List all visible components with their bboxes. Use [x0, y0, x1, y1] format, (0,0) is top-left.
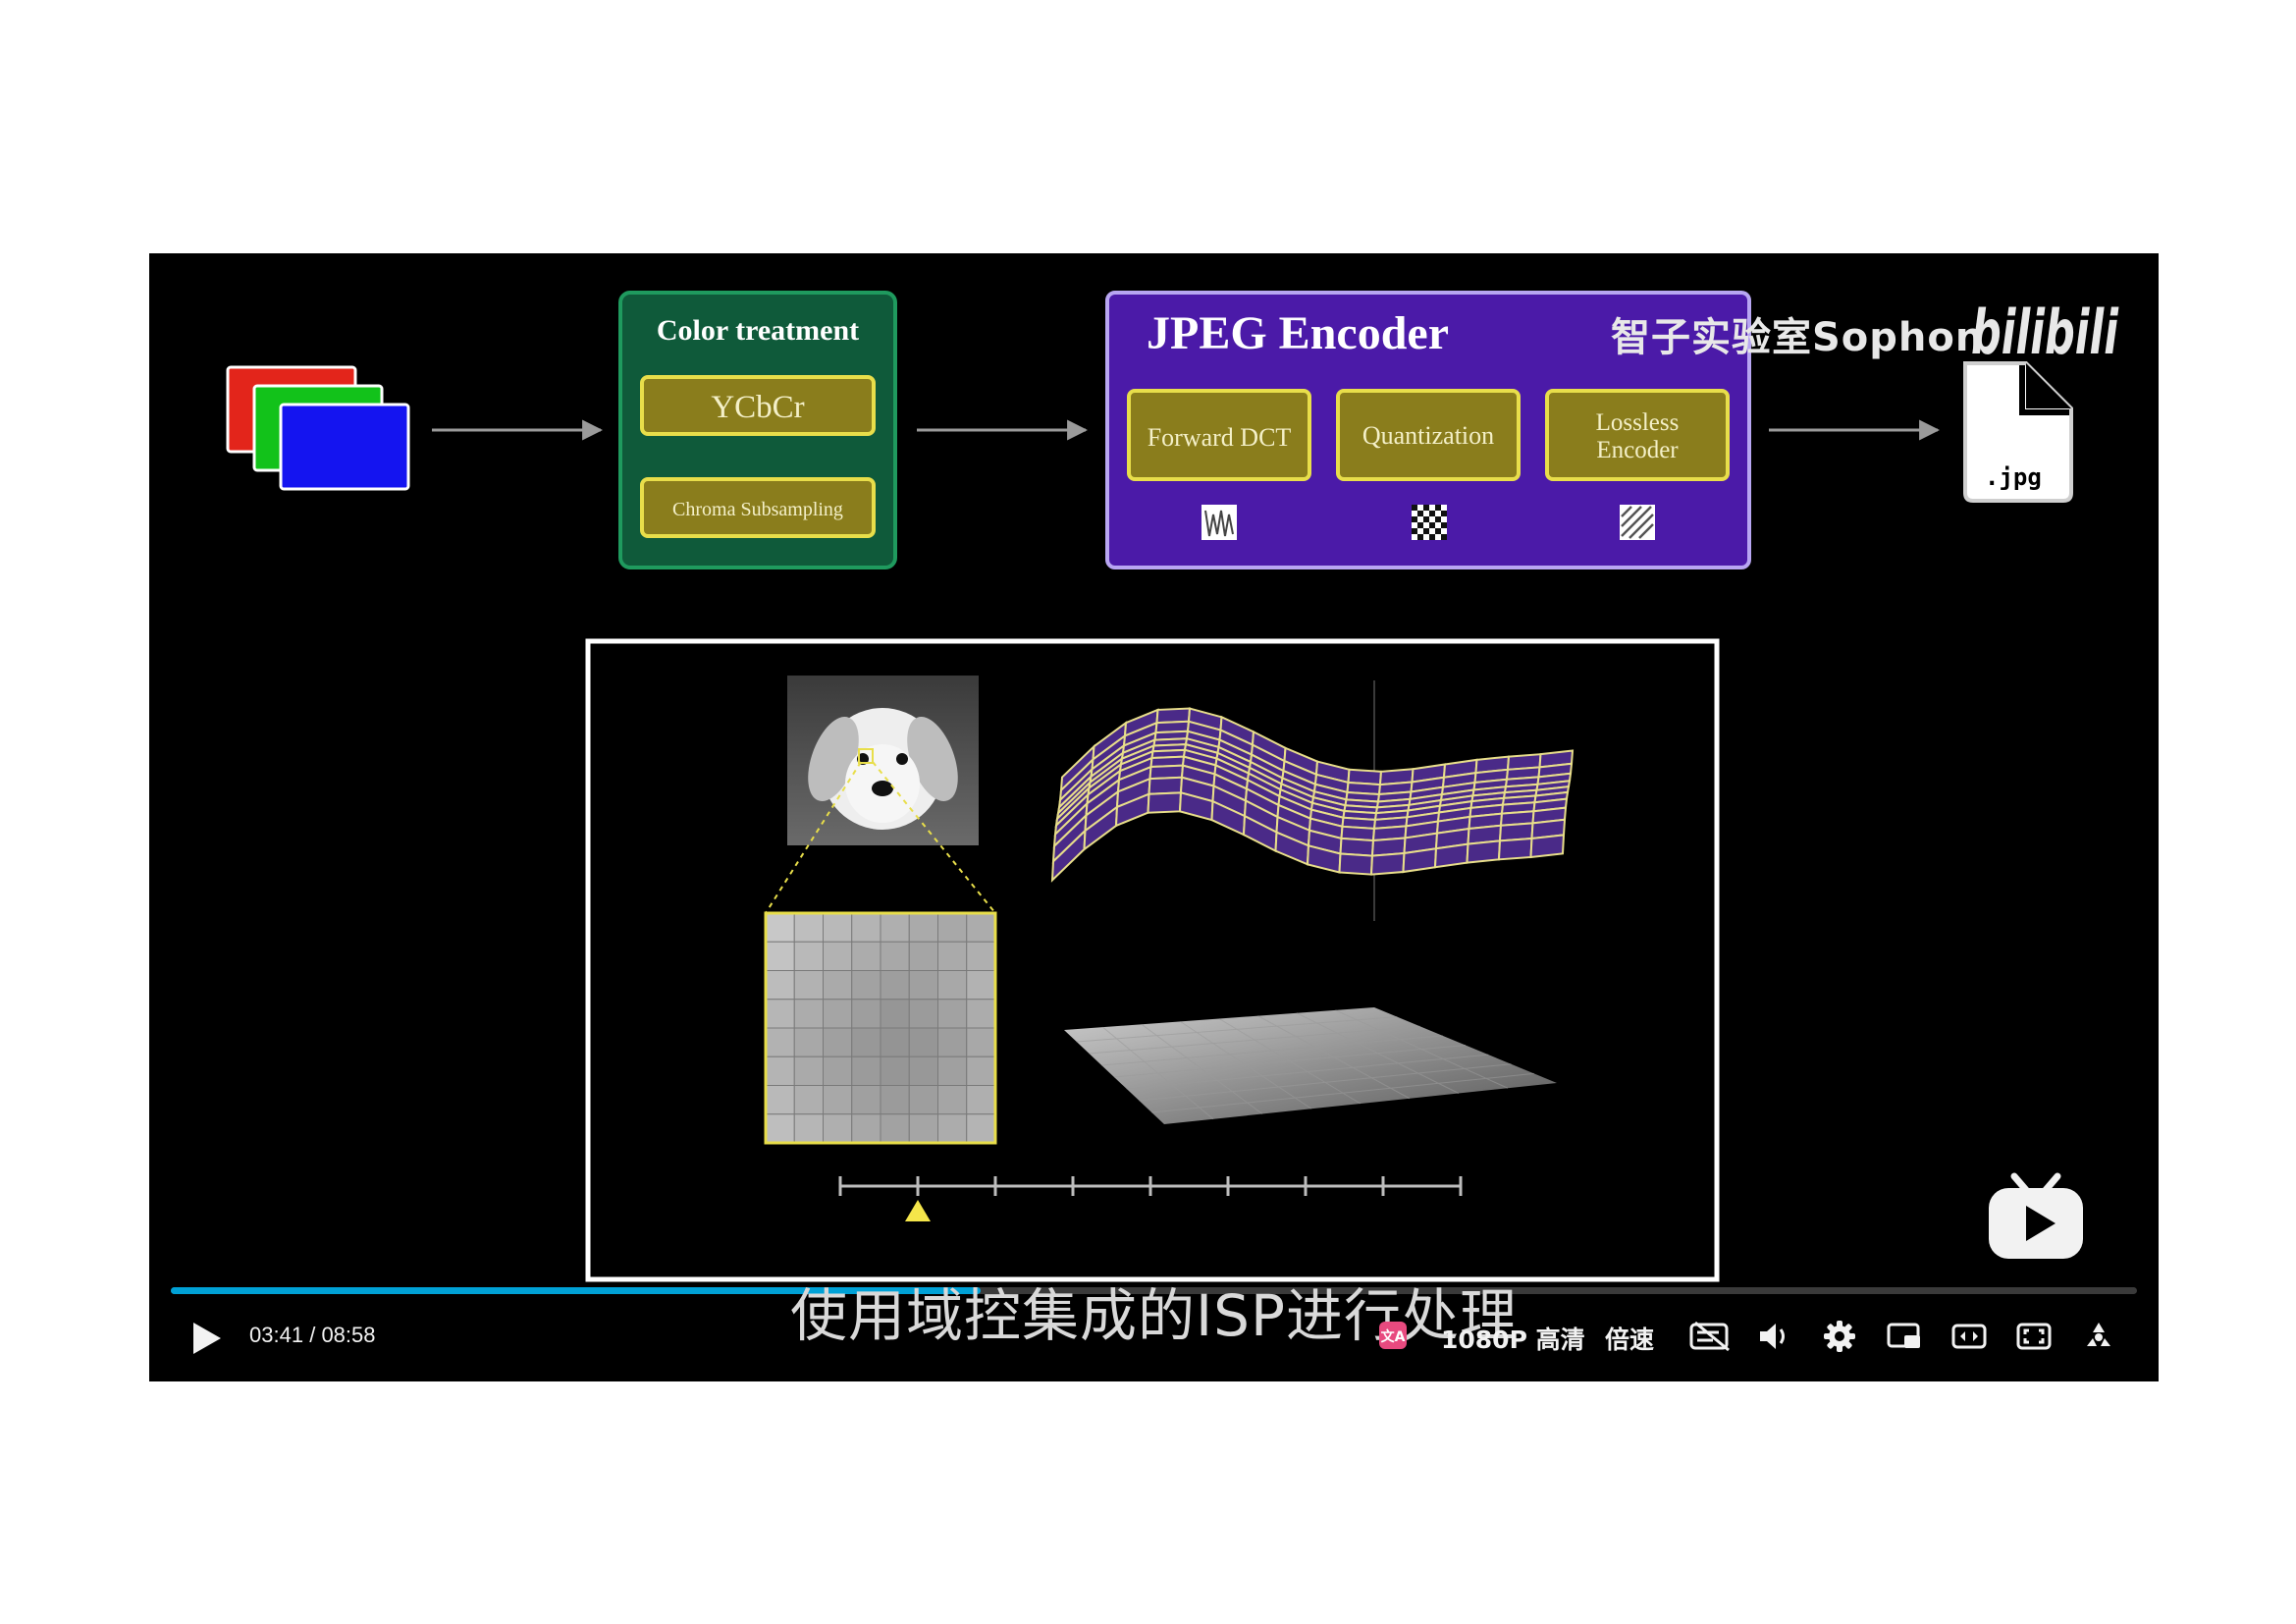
lossless-label: Lossless [1596, 409, 1680, 436]
hatch-icon [1620, 505, 1655, 540]
duration: 08:58 [321, 1323, 376, 1347]
bilibili-tv-icon [1989, 1172, 2083, 1259]
bilibili-logo-icon: bilibili [1971, 297, 2119, 367]
frequency-plane [1064, 1007, 1557, 1124]
video-frame: Color treatment YCbCr Chroma Subsampling… [226, 291, 2073, 1282]
current-time: 03:41 [249, 1323, 304, 1347]
dog-photo [787, 676, 979, 845]
play-button[interactable] [185, 1317, 228, 1360]
svg-text:bilibili: bilibili [1971, 297, 2119, 367]
slider-marker-icon [905, 1200, 931, 1221]
chroma-subsampling-label: Chroma Subsampling [672, 499, 843, 520]
checkerboard-icon [1412, 505, 1447, 540]
wave-icon [1201, 505, 1237, 540]
dct-visualization-panel [585, 638, 1720, 1282]
danmaku-off-icon [1689, 1321, 1730, 1352]
progress-fill [171, 1287, 982, 1294]
svg-text:文A: 文A [1381, 1328, 1406, 1345]
mini-player-button[interactable] [1885, 1319, 1924, 1354]
web-fullscreen-icon [2016, 1323, 2052, 1350]
play-icon [193, 1323, 221, 1354]
progress-bar[interactable] [171, 1287, 2137, 1294]
pixel-block-grid [765, 912, 996, 1144]
settings-icon [1824, 1321, 1855, 1352]
danmaku-toggle[interactable] [1688, 1319, 1734, 1354]
video-player[interactable]: Color treatment YCbCr Chroma Subsampling… [149, 253, 2159, 1381]
jpg-file-label: .jpg [1985, 463, 2042, 491]
forward-dct-label: Forward DCT [1148, 423, 1292, 452]
favorite-icon [2087, 1323, 2110, 1346]
color-treatment-box: Color treatment YCbCr Chroma Subsampling [618, 291, 897, 569]
quantization-label: Quantization [1362, 421, 1494, 450]
ycbcr-label: YCbCr [711, 390, 804, 425]
jpeg-encoder-title: JPEG Encoder [1147, 307, 1449, 359]
volume-icon [1760, 1324, 1785, 1349]
jpeg-encoder-box: JPEG Encoder Forward DCT Quantization Lo… [1105, 291, 1751, 569]
jpg-file-icon: .jpg [1963, 361, 2073, 503]
fullscreen-button[interactable] [2079, 1319, 2118, 1354]
volume-button[interactable] [1755, 1319, 1794, 1354]
quality-button[interactable]: 1080P 高清 [1441, 1326, 1585, 1354]
time-separator: / [309, 1323, 316, 1347]
subtitle-translate-icon: 文A [1379, 1322, 1407, 1349]
rgb-channels-icon [226, 365, 410, 491]
widescreen-button[interactable] [1949, 1319, 1989, 1354]
channel-watermark: 智子实验室Sophon [1611, 315, 1985, 360]
ai-subtitle-button[interactable]: 文A [1378, 1321, 1408, 1350]
frequency-slider [838, 1176, 1463, 1221]
settings-button[interactable] [1820, 1319, 1859, 1354]
color-treatment-title: Color treatment [657, 314, 859, 347]
control-bar: 03:41 / 08:58 文A 1080P 高清 倍速 [149, 1309, 2159, 1378]
speed-button[interactable]: 倍速 [1605, 1326, 1655, 1354]
web-fullscreen-button[interactable] [2014, 1319, 2054, 1354]
mini-player-icon [1887, 1323, 1920, 1348]
widescreen-icon [1951, 1324, 1987, 1349]
encoder-label: Encoder [1596, 437, 1679, 463]
dct-surface [1050, 680, 1575, 921]
time-display: 03:41 / 08:58 [249, 1323, 376, 1348]
